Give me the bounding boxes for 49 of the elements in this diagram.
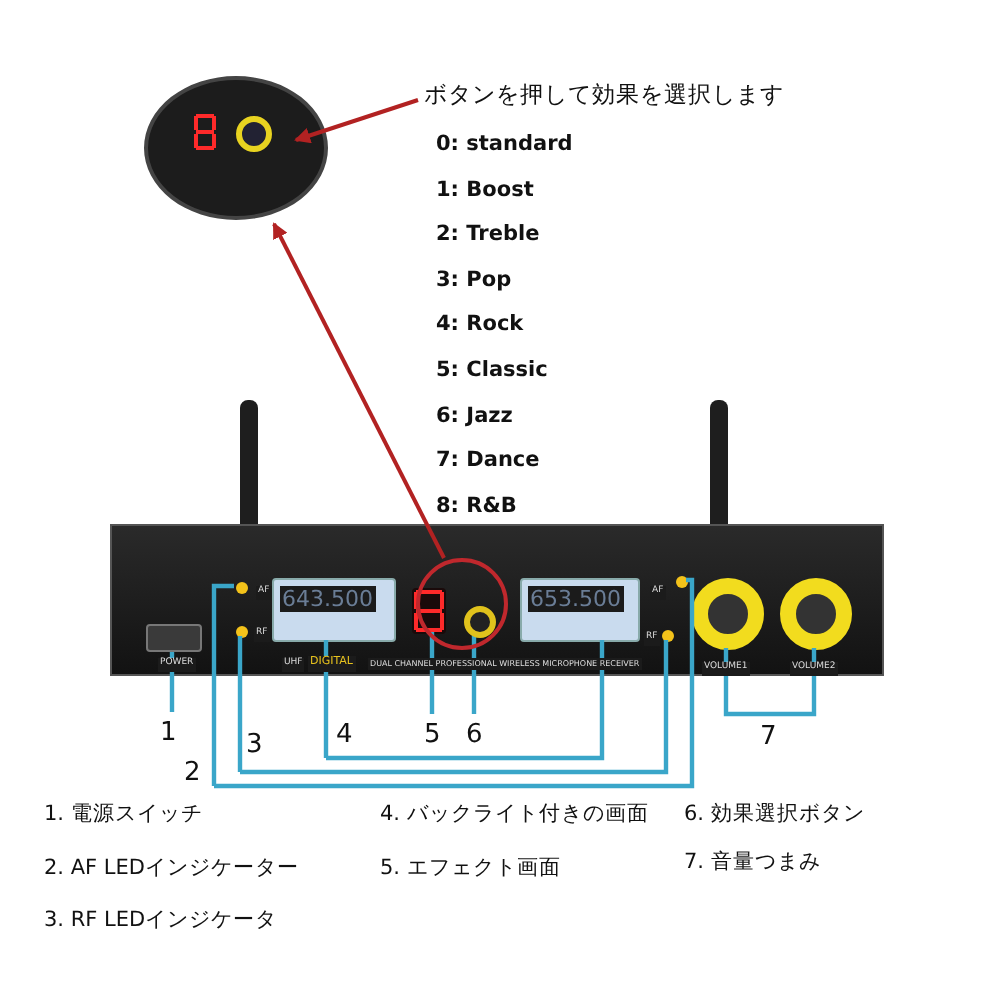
part-description: 2. AF LEDインジケーター — [44, 858, 299, 879]
led-indicator — [236, 582, 248, 594]
led-indicator — [236, 626, 248, 638]
volume-knob — [692, 578, 764, 650]
power-switch — [146, 624, 202, 652]
part-description: 5. エフェクト画面 — [380, 858, 561, 879]
callout-number: 2 — [184, 760, 201, 786]
led-indicator — [676, 576, 688, 588]
led-indicator — [662, 630, 674, 642]
effect-knob — [464, 606, 496, 638]
callout-number: 5 — [424, 722, 441, 748]
list-item: 3: Pop — [436, 269, 512, 291]
arrow — [272, 222, 446, 559]
leader-line — [772, 648, 817, 717]
volume-knob — [780, 578, 852, 650]
leader-line — [240, 640, 669, 775]
leader-line — [326, 640, 605, 761]
callout-text: ボタンを押して効果を選択します — [424, 84, 784, 107]
list-item: 1: Boost — [436, 179, 534, 201]
callout-number: 3 — [246, 732, 263, 758]
leader-line — [237, 636, 243, 772]
callout-number: 7 — [760, 724, 777, 750]
part-description: 7. 音量つまみ — [684, 852, 821, 873]
list-item: 5: Classic — [436, 360, 548, 381]
display-reading: 643.500 — [280, 586, 375, 612]
display-reading: 653.500 — [528, 586, 623, 612]
callout-number: 4 — [336, 722, 353, 748]
leader-line — [214, 577, 695, 789]
leader-line — [323, 640, 329, 758]
list-item: 8: R&B — [436, 495, 517, 517]
seven-segment-display — [412, 588, 446, 634]
part-description: 3. RF LEDインジケータ — [44, 910, 278, 931]
arrow — [294, 98, 419, 144]
leader-line — [723, 648, 772, 717]
list-item: 2: Treble — [436, 224, 540, 246]
part-description: 6. 効果選択ボタン — [684, 804, 865, 825]
list-item: 7: Dance — [436, 450, 540, 472]
callout-number: 1 — [160, 720, 177, 746]
receiver-drawing — [110, 524, 884, 676]
list-item: 0: standard — [436, 134, 573, 155]
list-item: 4: Rock — [436, 314, 524, 336]
list-item: 6: Jazz — [436, 405, 513, 427]
part-description: 1. 電源スイッチ — [44, 804, 203, 825]
leader-line — [211, 583, 234, 786]
part-description: 4. バックライト付きの画面 — [380, 804, 649, 825]
leader-line — [429, 632, 435, 714]
leader-line — [169, 652, 175, 712]
callout-number: 6 — [466, 722, 483, 748]
leader-line — [471, 632, 477, 714]
